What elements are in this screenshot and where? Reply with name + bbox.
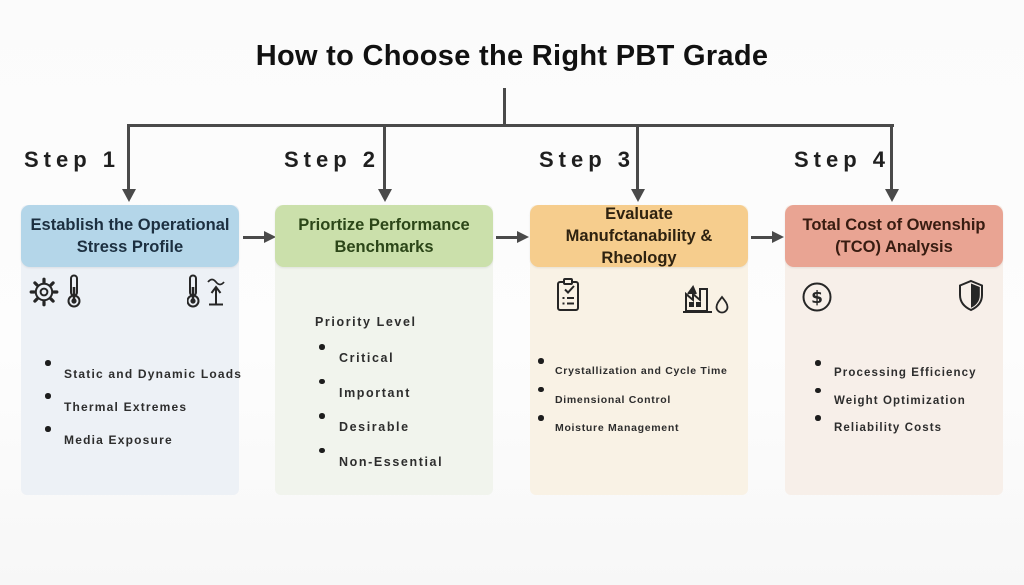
arrow-step1-to-step2 (243, 236, 264, 239)
step4-label: Step 4 (794, 147, 891, 172)
list-item: Thermal Extremes (45, 393, 242, 414)
arrow-step2-to-step3 (496, 236, 517, 239)
step3-item-list: Crystallization and Cycle Time Dimension… (538, 358, 728, 451)
connector-drop-step1 (127, 124, 130, 191)
step4-item-list: Processing Efficiency Weight Optimizatio… (815, 360, 977, 450)
list-item: Non-Essential (319, 447, 443, 469)
connector-drop-step2 (383, 124, 386, 191)
connector-drop-step4 (890, 124, 893, 191)
list-item: Desirable (319, 413, 443, 434)
list-item: Critical (319, 344, 443, 365)
step4-card: Total Cost of Owenship (TCO) Analysis $ … (785, 205, 1003, 495)
step3-card: Evaluate Manufctanability & Rheology Cry… (530, 205, 748, 495)
arrowhead-right-1-icon (264, 231, 276, 243)
list-item: Processing Efficiency (815, 360, 977, 379)
list-item: Media Exposure (45, 426, 242, 447)
list-item: Crystallization and Cycle Time (538, 358, 728, 377)
svg-text:$: $ (811, 288, 823, 308)
step1-card: Establish the Operational Stress Profile (21, 205, 242, 495)
connector-drop-step3 (636, 124, 639, 191)
step1-label: Step 1 (24, 147, 121, 172)
arrowhead-down-step3-icon (631, 189, 645, 202)
page-title: How to Choose the Right PBT Grade (255, 40, 769, 72)
list-item: Reliability Costs (815, 415, 977, 434)
clipboard-check-icon (554, 277, 582, 313)
arrowhead-down-step2-icon (378, 189, 392, 202)
thermometer-rising-icon (187, 273, 227, 309)
arrowhead-right-2-icon (517, 231, 529, 243)
dollar-circle-icon: $ (801, 281, 833, 313)
shield-icon (957, 279, 985, 313)
step2-card: Priortize Performance Benchmarks Priorit… (275, 205, 493, 495)
list-item: Static and Dynamic Loads (45, 360, 242, 381)
arrowhead-down-step1-icon (122, 189, 136, 202)
gear-icon (29, 277, 59, 307)
step4-header: Total Cost of Owenship (TCO) Analysis (785, 205, 1003, 267)
list-item: Weight Optimization (815, 387, 977, 407)
arrowhead-right-3-icon (772, 231, 784, 243)
step3-header: Evaluate Manufctanability & Rheology (530, 205, 748, 267)
step2-header: Priortize Performance Benchmarks (275, 205, 493, 267)
connector-horizontal (127, 124, 894, 127)
list-item: Dimensional Control (538, 386, 728, 406)
list-item: Important (319, 378, 443, 400)
step2-label: Step 2 (284, 147, 381, 172)
step1-header: Establish the Operational Stress Profile (21, 205, 239, 267)
thermometer-icon (65, 273, 83, 309)
arrowhead-down-step4-icon (885, 189, 899, 202)
priority-level-heading: Priority Level (315, 315, 417, 329)
list-item: Moisture Management (538, 415, 728, 434)
step2-item-list: Critical Important Desirable Non-Essenti… (319, 344, 443, 489)
arrow-step3-to-step4 (751, 236, 772, 239)
step3-label: Step 3 (539, 147, 636, 172)
step1-item-list: Static and Dynamic Loads Thermal Extreme… (45, 360, 242, 466)
connector-stem (503, 88, 506, 127)
factory-droplet-icon (682, 281, 730, 315)
